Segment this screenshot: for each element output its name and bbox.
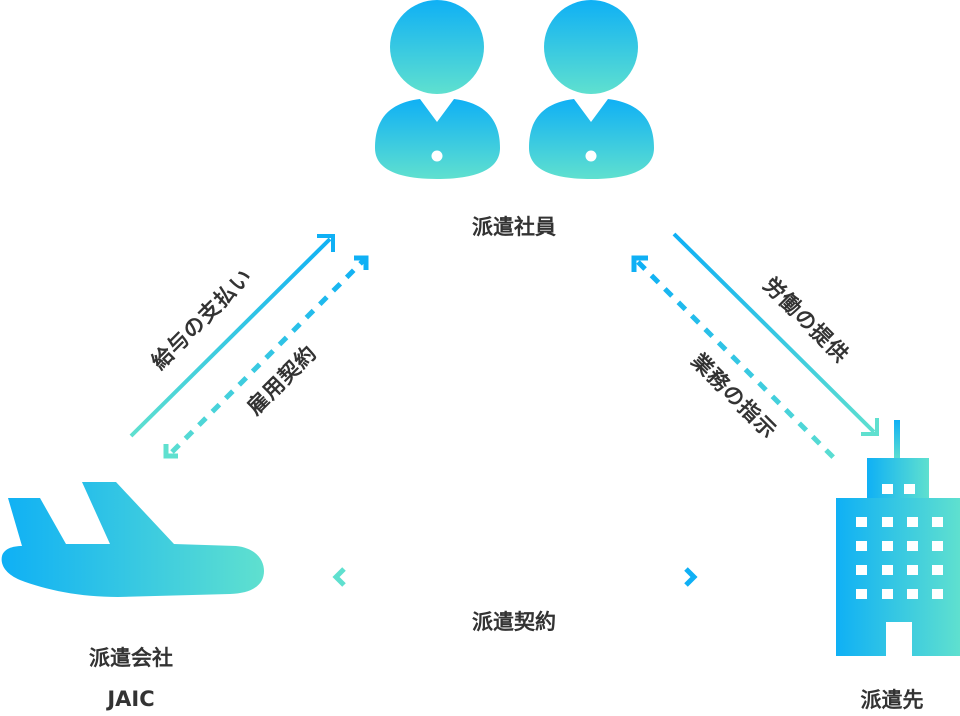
labor-provision-arrow bbox=[672, 232, 879, 436]
salary-arrow bbox=[129, 234, 335, 438]
salary-label: 給与の支払い bbox=[147, 264, 257, 374]
work-instruction-label: 業務の指示 bbox=[687, 349, 782, 444]
office-building-icon bbox=[836, 420, 960, 656]
dispatch-company-label: 派遣会社 bbox=[89, 646, 173, 670]
dispatch-company-sublabel: JAIC bbox=[105, 687, 154, 711]
labor-provision-label: 労働の提供 bbox=[759, 273, 854, 368]
airplane-icon bbox=[1, 482, 264, 597]
employment-contract-arrow bbox=[163, 255, 369, 459]
client-label: 派遣先 bbox=[861, 688, 924, 712]
dispatch-contract-arrow bbox=[332, 567, 698, 587]
person-icon bbox=[375, 0, 500, 179]
employment-contract-label: 雇用契約 bbox=[242, 340, 321, 419]
two-person-icon bbox=[375, 0, 654, 179]
work-instruction-arrow bbox=[631, 255, 836, 460]
person-icon bbox=[529, 0, 654, 179]
dispatch-contract-label: 派遣契約 bbox=[472, 610, 556, 634]
employee-label: 派遣社員 bbox=[472, 215, 556, 239]
